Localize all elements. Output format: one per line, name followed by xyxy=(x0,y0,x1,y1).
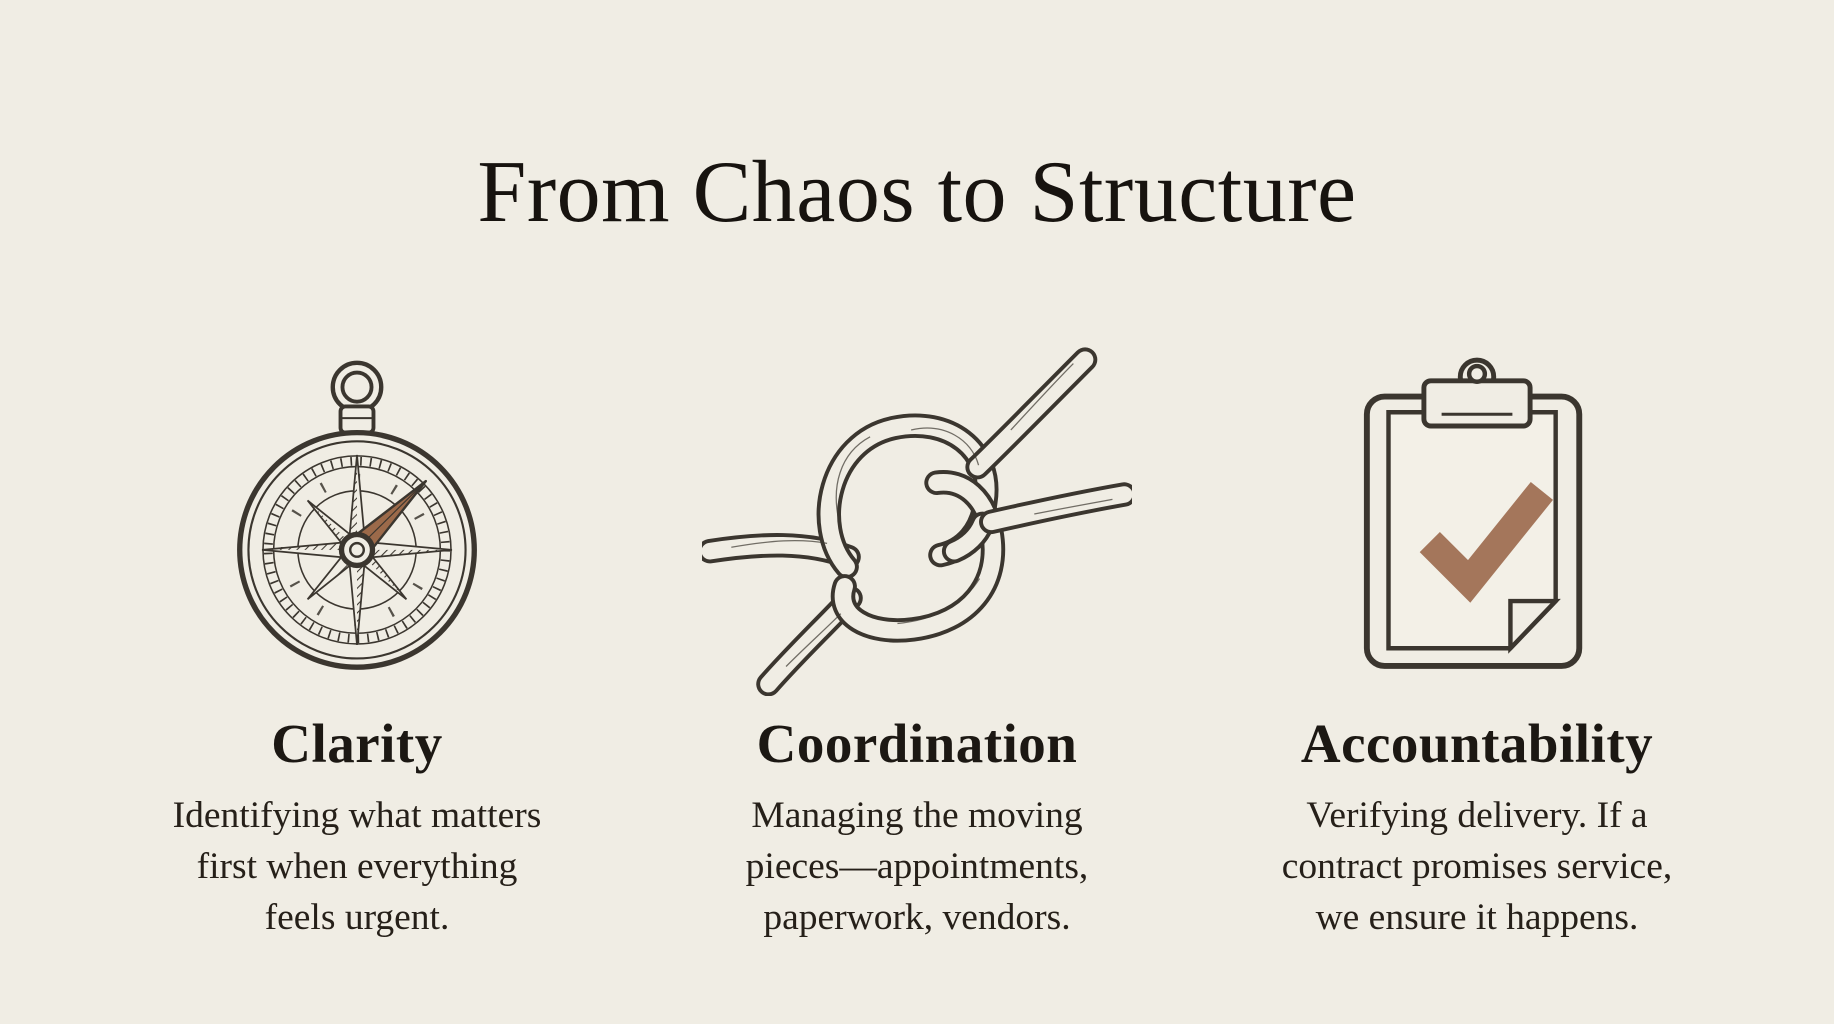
column-coordination: Coordination Managing the moving pieces—… xyxy=(637,342,1197,943)
clarity-description: Identifying what matters first when ever… xyxy=(173,790,542,943)
columns-row: Clarity Identifying what matters first w… xyxy=(0,342,1834,943)
column-clarity: Clarity Identifying what matters first w… xyxy=(77,342,637,943)
accountability-line-1: Verifying delivery. If a xyxy=(1306,795,1648,837)
clarity-icon-wrap xyxy=(231,342,483,690)
accountability-icon-wrap xyxy=(1359,342,1595,690)
coordination-heading: Coordination xyxy=(756,712,1078,774)
clarity-line-1: Identifying what matters xyxy=(172,795,542,837)
page-title: From Chaos to Structure xyxy=(477,143,1357,241)
accountability-description: Verifying delivery. If a contract promis… xyxy=(1282,790,1672,943)
coordination-line-2: pieces—appointments, xyxy=(745,846,1089,888)
accountability-line-3: we ensure it happens. xyxy=(1315,897,1639,939)
coordination-line-3: paperwork, vendors. xyxy=(763,897,1071,939)
compass-icon xyxy=(237,360,477,670)
clarity-heading: Clarity xyxy=(271,712,443,774)
accountability-heading: Accountability xyxy=(1300,712,1654,774)
coordination-description: Managing the moving pieces—appointments,… xyxy=(746,790,1089,943)
clipboard-check-icon xyxy=(1363,357,1583,670)
clarity-line-3: feels urgent. xyxy=(264,897,450,939)
coordination-line-1: Managing the moving xyxy=(751,795,1083,837)
column-accountability: Accountability Verifying delivery. If a … xyxy=(1197,342,1757,943)
coordination-icon-wrap xyxy=(702,342,1132,696)
clarity-line-2: first when everything xyxy=(196,846,518,888)
accountability-line-2: contract promises service, xyxy=(1281,846,1673,888)
knot-icon xyxy=(702,347,1132,696)
